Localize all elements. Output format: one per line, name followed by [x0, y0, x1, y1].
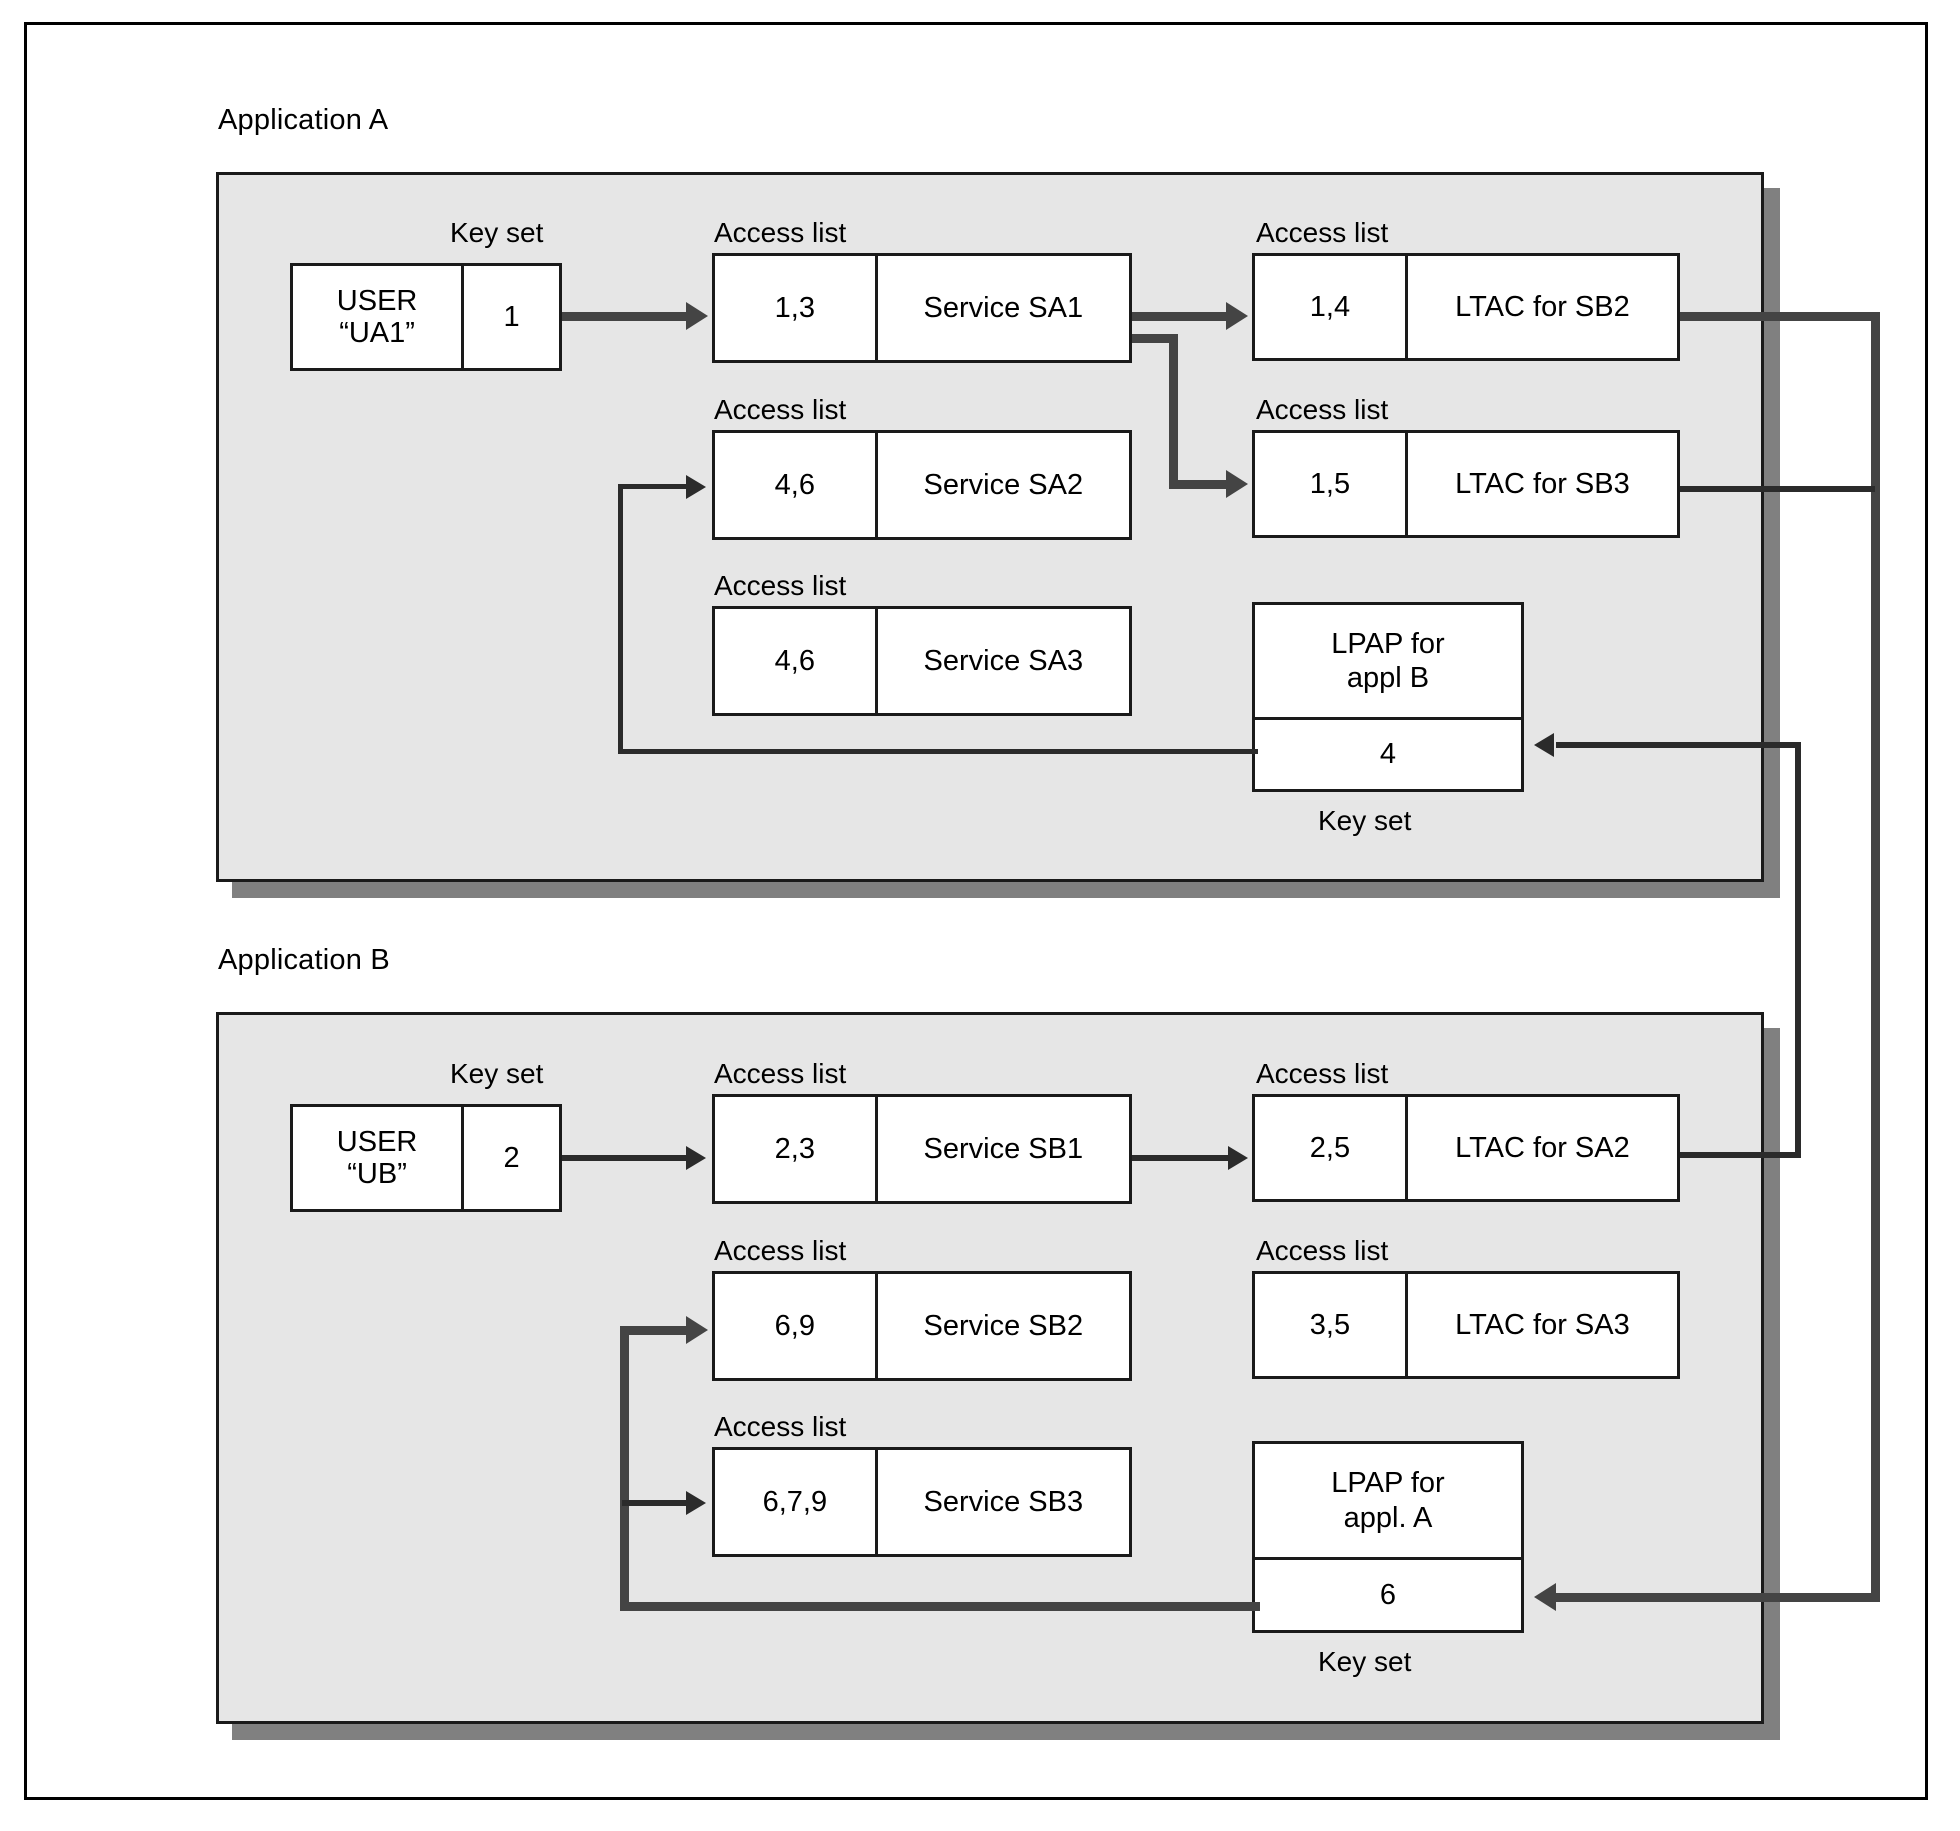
application-a-ltac-0-caption: Access list	[1256, 217, 1389, 248]
connector-a-lpap-loop-to-sa2	[618, 484, 688, 489]
application-b-row-2-keys: 6,7,9	[762, 1485, 828, 1518]
connector-b-loop-to-sb2	[620, 1326, 688, 1335]
application-b-row-0-name: Service SB1	[874, 1097, 1129, 1201]
arrowhead-into-lpap-a-icon	[1534, 733, 1554, 757]
application-a-row-1-keys: 4,6	[774, 468, 815, 501]
application-a-user-identity: USER “UA1”	[293, 266, 461, 368]
application-a-ltac-0-keys: 1,4	[1309, 290, 1351, 323]
application-a-lpap-title-line1: LPAP for	[1331, 627, 1445, 660]
application-a-row-0-name: Service SA1	[874, 256, 1129, 360]
application-a-user-box[interactable]: USER “UA1” 1	[290, 263, 562, 371]
application-b-ltac-0-caption: Access list	[1256, 1058, 1389, 1089]
connector-a-user-to-sa1	[562, 312, 686, 321]
application-b-ltac-1-caption: Access list	[1256, 1235, 1389, 1266]
arrowhead-a-user-to-sa1-icon	[686, 302, 708, 330]
application-a-ltac-0-name: LTAC for SB2	[1404, 256, 1677, 358]
application-b-lpap-title: LPAP for appl. A	[1255, 1444, 1521, 1557]
application-a-lpap-title-line2: appl B	[1346, 662, 1430, 695]
application-a-row-2-keys: 4,6	[774, 644, 815, 677]
arrowhead-b-loop-to-sb3-icon	[686, 1491, 706, 1515]
application-b-lpap-title-line1: LPAP for	[1331, 1467, 1445, 1500]
connector-a-sa1-to-ltac-sb2	[1132, 312, 1228, 321]
application-a-row-0-keys: 1,3	[774, 291, 815, 324]
application-a-row-2-name: Service SA3	[874, 609, 1129, 713]
application-a-title: Application A	[218, 104, 389, 136]
arrowhead-a-sa1-to-ltac-sb2-icon	[1226, 302, 1248, 330]
arrowhead-a-branch-to-ltac-sb3-icon	[1226, 470, 1248, 498]
application-a-user-label: USER	[336, 284, 418, 317]
arrowhead-a-loop-to-sa2-icon	[686, 475, 706, 499]
connector-a-ltac-sb3-out	[1680, 486, 1875, 492]
connector-b-ltac-sa2-rail-v	[1795, 742, 1801, 1158]
application-b-ltac-0-keys: 2,5	[1309, 1131, 1351, 1164]
arrowhead-b-loop-to-sb2-icon	[686, 1316, 708, 1344]
connector-b-lpap-loop-h	[620, 1602, 1260, 1611]
application-a-service-sa2-box[interactable]: 4,6 Service SA2	[712, 430, 1132, 540]
application-a-ltac-1-name: LTAC for SB3	[1404, 433, 1677, 535]
application-b-row-1-name: Service SB2	[874, 1274, 1129, 1378]
application-a-row-1-caption: Access list	[714, 394, 847, 425]
application-a-key-set-value: 1	[461, 266, 559, 368]
application-a-row-0-caption: Access list	[714, 217, 847, 248]
application-a-lpap-key-set-value: 4	[1255, 717, 1521, 789]
application-b-row-1-keys: 6,9	[774, 1309, 815, 1342]
application-a-row-2-caption: Access list	[714, 570, 847, 601]
application-b-row-2-caption: Access list	[714, 1411, 847, 1442]
application-b-user-label: USER	[336, 1125, 418, 1158]
application-b-ltac-1-name: LTAC for SA3	[1404, 1274, 1677, 1376]
connector-b-user-to-sb1	[562, 1155, 688, 1161]
application-a-lpap-box[interactable]: LPAP for appl B 4	[1252, 602, 1524, 792]
arrowhead-b-sb1-to-ltac-sa2-icon	[1228, 1146, 1248, 1170]
application-b-user-name: “UB”	[347, 1158, 407, 1190]
application-b-user-box[interactable]: USER “UB” 2	[290, 1104, 562, 1212]
application-a-ltac-1-caption: Access list	[1256, 394, 1389, 425]
application-b-row-0-keys: 2,3	[774, 1132, 815, 1165]
connector-a-sa1-branch-v	[1169, 334, 1178, 489]
application-a-ltac-sb3-box[interactable]: 1,5 LTAC for SB3	[1252, 430, 1680, 538]
connector-b-ltac-sa2-out	[1680, 1152, 1800, 1158]
application-a-service-sa1-box[interactable]: 1,3 Service SA1	[712, 253, 1132, 363]
application-a-ltac-sb2-box[interactable]: 1,4 LTAC for SB2	[1252, 253, 1680, 361]
arrowhead-b-user-to-sb1-icon	[686, 1146, 706, 1170]
application-b-lpap-key-set-value: 6	[1255, 1557, 1521, 1630]
application-a-ltac-1-keys: 1,5	[1309, 467, 1351, 500]
connector-a-ltac-sb2-rail-v	[1871, 312, 1880, 1602]
application-b-key-set-caption: Key set	[450, 1058, 544, 1089]
arrowhead-into-lpap-b-icon	[1534, 1583, 1556, 1611]
application-a-lpap-title: LPAP for appl B	[1255, 605, 1521, 717]
application-a-key-set-caption: Key set	[450, 217, 544, 248]
application-b-user-identity: USER “UB”	[293, 1107, 461, 1209]
application-b-row-2-name: Service SB3	[874, 1450, 1129, 1554]
application-b-ltac-1-keys: 3,5	[1309, 1308, 1351, 1341]
application-b-title: Application B	[218, 944, 390, 976]
application-b-ltac-sa2-box[interactable]: 2,5 LTAC for SA2	[1252, 1094, 1680, 1202]
application-b-row-1-caption: Access list	[714, 1235, 847, 1266]
connector-into-lpap-a	[1556, 742, 1801, 748]
connector-b-lpap-loop-v	[620, 1326, 629, 1611]
application-a-service-sa3-box[interactable]: 4,6 Service SA3	[712, 606, 1132, 716]
application-b-lpap-title-line2: appl. A	[1343, 1501, 1433, 1534]
connector-a-lpap-loop-h	[618, 749, 1258, 754]
application-b-service-sb3-box[interactable]: 6,7,9 Service SB3	[712, 1447, 1132, 1557]
application-b-row-0-caption: Access list	[714, 1058, 847, 1089]
application-b-service-sb1-box[interactable]: 2,3 Service SB1	[712, 1094, 1132, 1204]
application-a-row-1-name: Service SA2	[874, 433, 1129, 537]
application-b-key-set-value: 2	[461, 1107, 559, 1209]
connector-b-sb1-to-ltac-sa2	[1132, 1155, 1230, 1161]
application-a-lpap-key-set-caption: Key set	[1318, 805, 1412, 836]
application-b-lpap-box[interactable]: LPAP for appl. A 6	[1252, 1441, 1524, 1633]
application-a-user-name: “UA1”	[339, 317, 415, 349]
connector-a-branch-to-ltac-sb3	[1169, 480, 1229, 489]
application-b-service-sb2-box[interactable]: 6,9 Service SB2	[712, 1271, 1132, 1381]
connector-b-loop-to-sb3	[622, 1500, 688, 1506]
application-b-ltac-0-name: LTAC for SA2	[1404, 1097, 1677, 1199]
connector-into-lpap-b	[1556, 1593, 1880, 1602]
connector-a-sa1-branch-h	[1132, 334, 1178, 343]
connector-a-lpap-loop-v	[618, 484, 623, 754]
application-b-ltac-sa3-box[interactable]: 3,5 LTAC for SA3	[1252, 1271, 1680, 1379]
connector-a-ltac-sb2-out	[1680, 312, 1880, 321]
application-b-lpap-key-set-caption: Key set	[1318, 1646, 1412, 1677]
